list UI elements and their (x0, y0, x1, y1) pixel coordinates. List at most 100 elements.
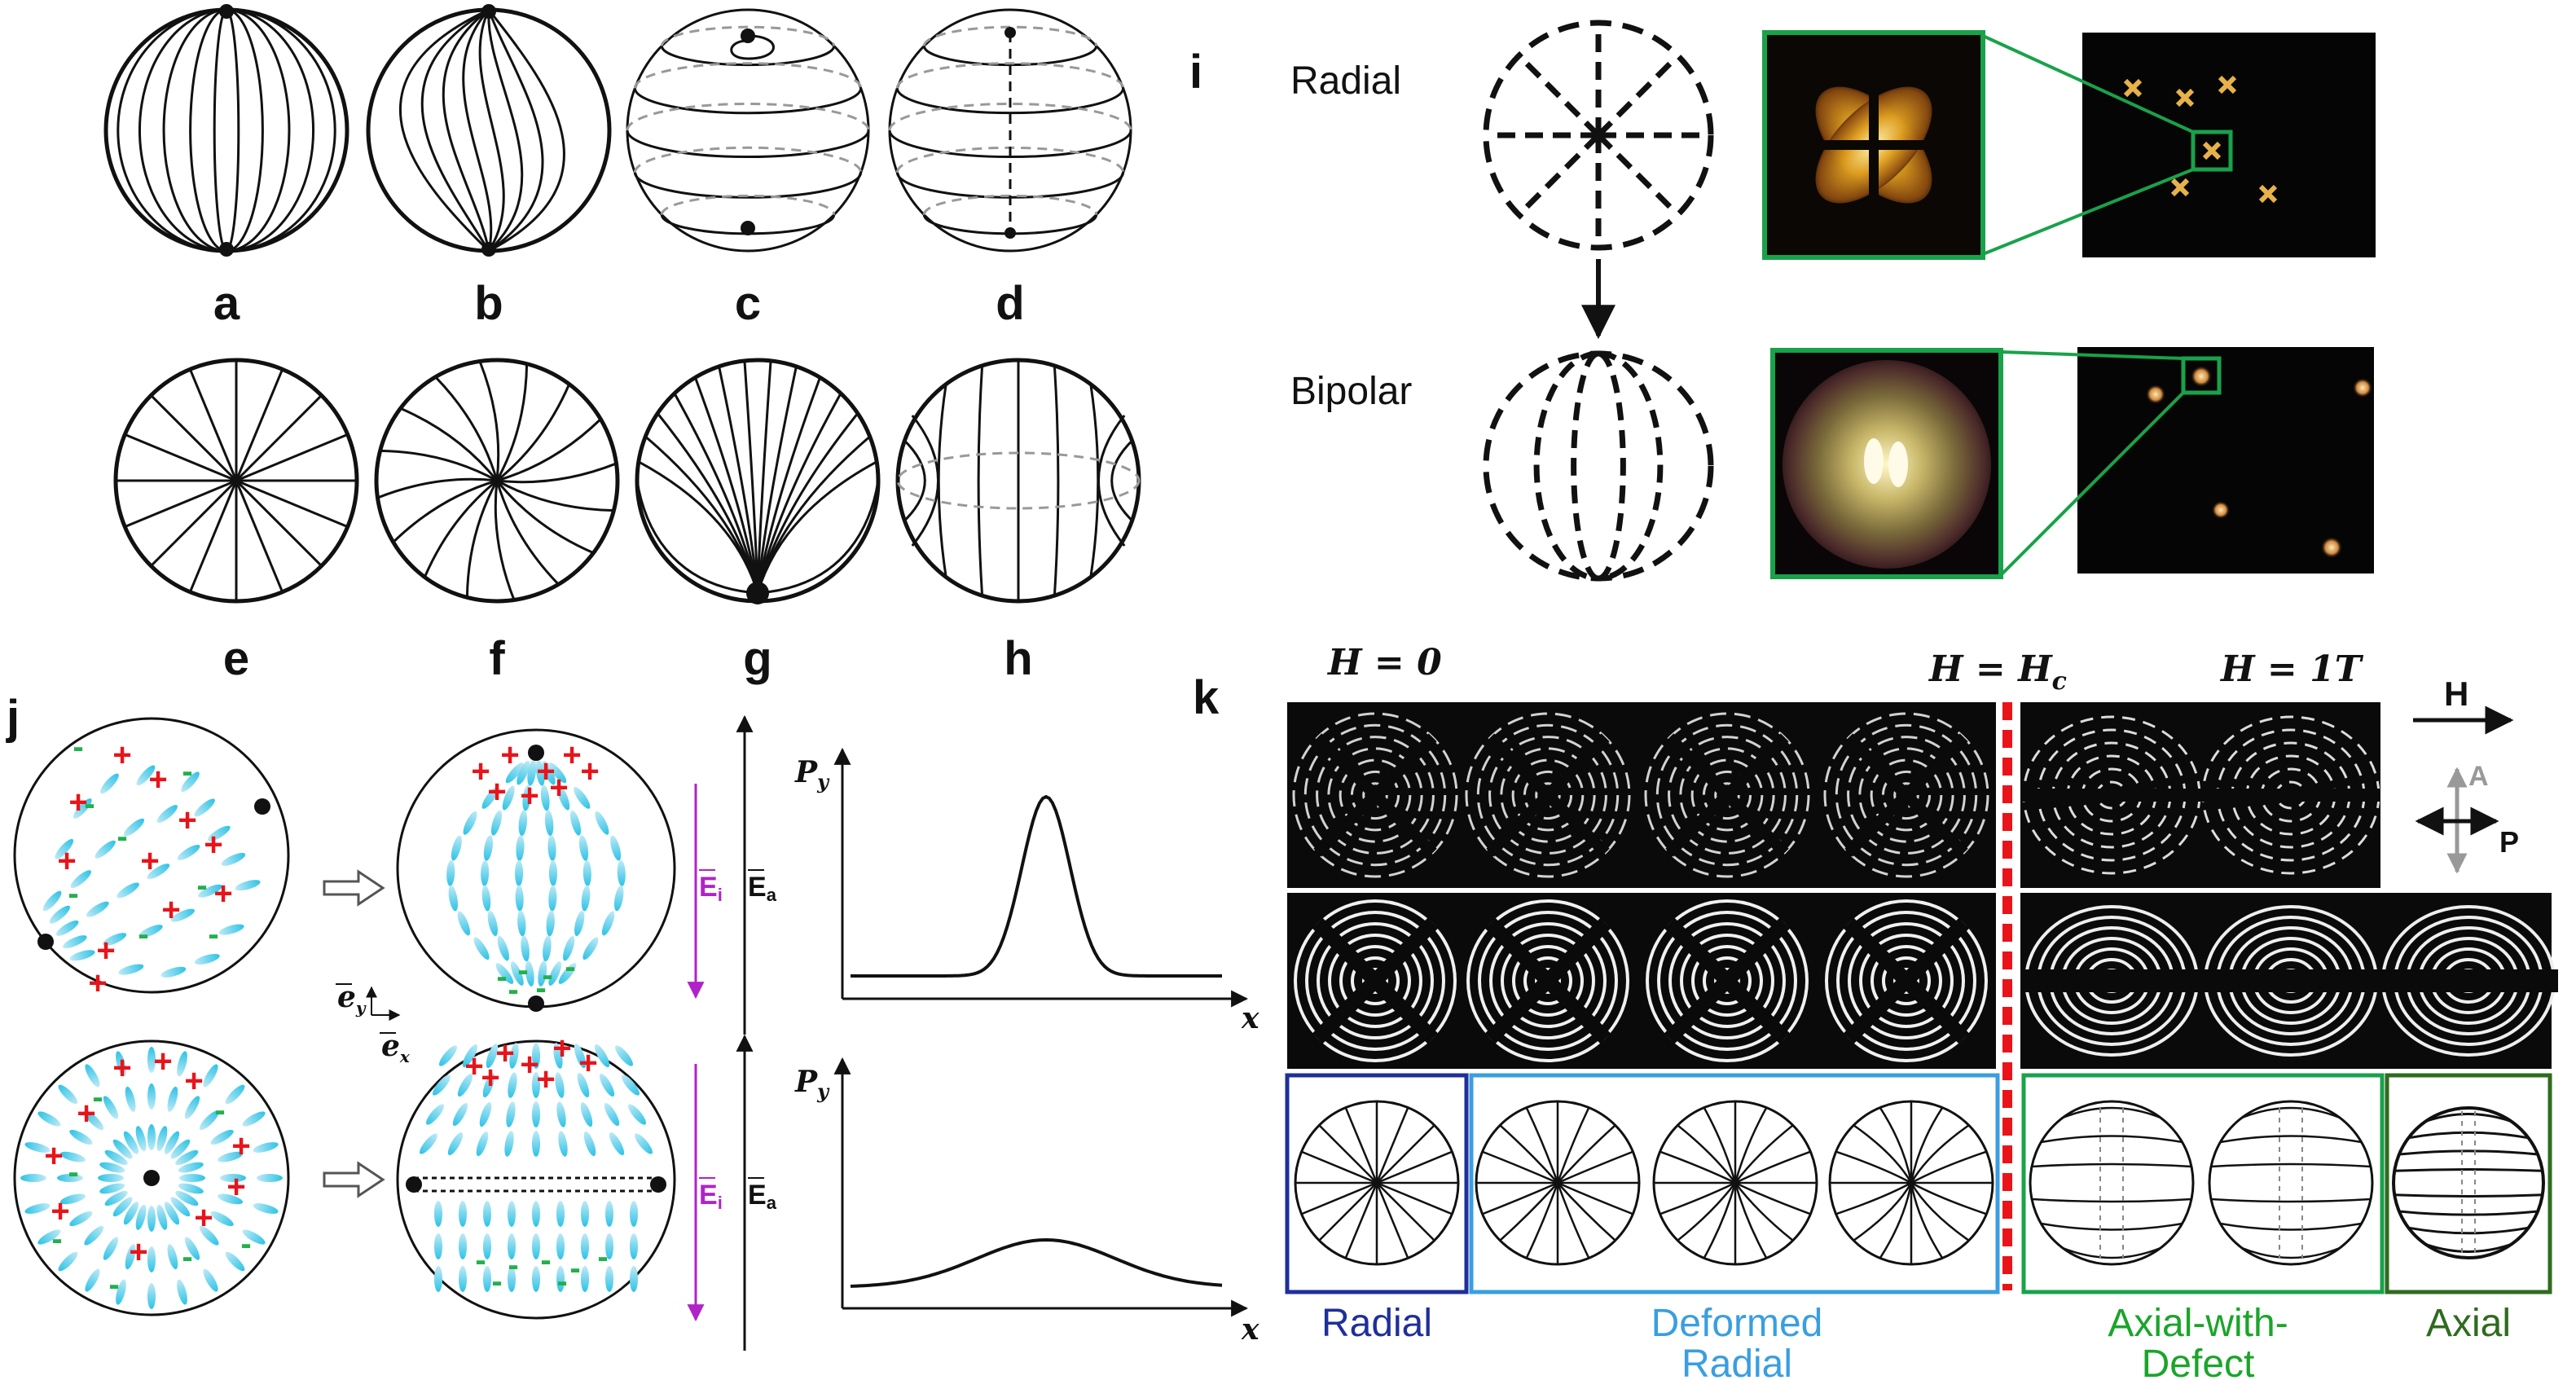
director-molecule (473, 937, 490, 960)
director-molecule (178, 1162, 204, 1173)
positive-charge: + (140, 843, 159, 879)
polarization-plot-top: Py x (794, 747, 1259, 1035)
positive-charge: + (213, 876, 232, 912)
positive-charge: + (77, 1096, 95, 1132)
director-molecule (532, 1233, 540, 1259)
director-molecule (548, 961, 562, 986)
disk-h (895, 358, 1141, 604)
director-molecule (253, 1142, 279, 1153)
sim-ring (1646, 899, 1809, 1062)
axial-line (2220, 1222, 2362, 1231)
director-molecule (558, 1131, 568, 1157)
director-molecule (570, 810, 582, 836)
latitude-front (922, 46, 1098, 66)
director-molecule (118, 964, 144, 975)
director-molecule (532, 1266, 540, 1292)
swirl-line (392, 479, 498, 543)
axial-line (1089, 384, 1100, 578)
extinction-brush (1313, 733, 1379, 799)
director-molecule (103, 1237, 119, 1260)
director-molecule (102, 933, 127, 947)
meridian-line (226, 8, 336, 253)
interference-ring (1327, 747, 1423, 843)
sim-ring (1691, 945, 1763, 1017)
label-f: f (489, 632, 505, 685)
radial-line (124, 433, 237, 482)
director-molecule (42, 890, 62, 912)
positive-charge: + (495, 1035, 514, 1071)
interference-ring (1881, 770, 1932, 820)
director-molecule (508, 1201, 516, 1227)
director-molecule (517, 910, 526, 937)
radial-dash (1596, 133, 1676, 213)
director-molecule (579, 835, 589, 861)
edge-arc (1097, 415, 1126, 547)
director-molecule (24, 1142, 51, 1153)
converging-line (694, 376, 759, 594)
negative-charge: - (540, 1242, 551, 1278)
interference-ring (1465, 712, 1631, 878)
latitude-front (660, 46, 836, 67)
svg-text:ey: ey (337, 980, 367, 1017)
director-molecule (116, 1279, 126, 1305)
director-molecule (558, 963, 577, 984)
director-molecule (138, 925, 163, 938)
director-line (1734, 1150, 1811, 1184)
positive-charge: + (536, 1061, 555, 1097)
sim-ring (1893, 968, 1919, 994)
director-line (1703, 1107, 1737, 1184)
field-arrows-top: Ei Ea (687, 714, 777, 1035)
director-molecule (112, 1139, 133, 1159)
svg-text:Py: Py (794, 755, 830, 793)
director-molecule (515, 859, 524, 886)
meridian-line (189, 8, 227, 253)
director-molecule (170, 1197, 191, 1217)
sim-ring (1362, 968, 1388, 994)
sim-ring (1825, 899, 1988, 1062)
director-molecule (147, 1206, 156, 1232)
director-molecule (184, 1237, 200, 1260)
director-molecule (99, 1183, 125, 1194)
swirl-line (376, 477, 498, 499)
director-molecule (55, 920, 79, 936)
director-molecule (495, 963, 514, 984)
director-line (1375, 1182, 1409, 1259)
droplet-j2: ++++++++------ (396, 728, 676, 1012)
negative-charge: - (51, 1221, 62, 1257)
extinction-brush (1844, 791, 1910, 857)
positive-charge: + (96, 933, 115, 969)
director-line (1659, 1150, 1736, 1184)
positive-charge: + (578, 1045, 597, 1081)
disk-f (374, 358, 620, 604)
director-molecule (615, 1045, 633, 1066)
director-molecule (580, 1101, 593, 1127)
analyzer-label: A (2468, 761, 2489, 792)
latitude-back (895, 62, 1125, 89)
extinction-brush (1369, 975, 1439, 1044)
director-line (1835, 1150, 1912, 1184)
bipolar-spot (2353, 378, 2372, 398)
director-molecule (610, 835, 622, 861)
director-molecule (556, 1201, 565, 1227)
director-line (1344, 1182, 1378, 1259)
interference-ring (1668, 736, 1787, 855)
interference-ring (1679, 747, 1775, 843)
interference-ring (1523, 770, 1573, 820)
sim-ring (1489, 922, 1607, 1039)
director-molecule (210, 1211, 234, 1227)
bipolar-spot (2212, 501, 2230, 519)
schematic-circle (2392, 1106, 2545, 1259)
extinction-brush (1844, 733, 1910, 799)
interference-ring (1835, 723, 1978, 867)
director-molecule (605, 1233, 613, 1259)
sim-ring (1478, 911, 1618, 1051)
category-axial-defect-line2: Defect (2142, 1343, 2255, 1380)
meridian-dash (1571, 350, 1599, 582)
basis-x-sub: x (399, 1047, 411, 1066)
field-applied-sub: a (767, 885, 777, 905)
latitude-back (888, 102, 1132, 131)
negative-charge: - (196, 868, 207, 903)
director-molecule (253, 1203, 279, 1214)
director-molecule (505, 763, 524, 784)
director-molecule (601, 911, 615, 936)
